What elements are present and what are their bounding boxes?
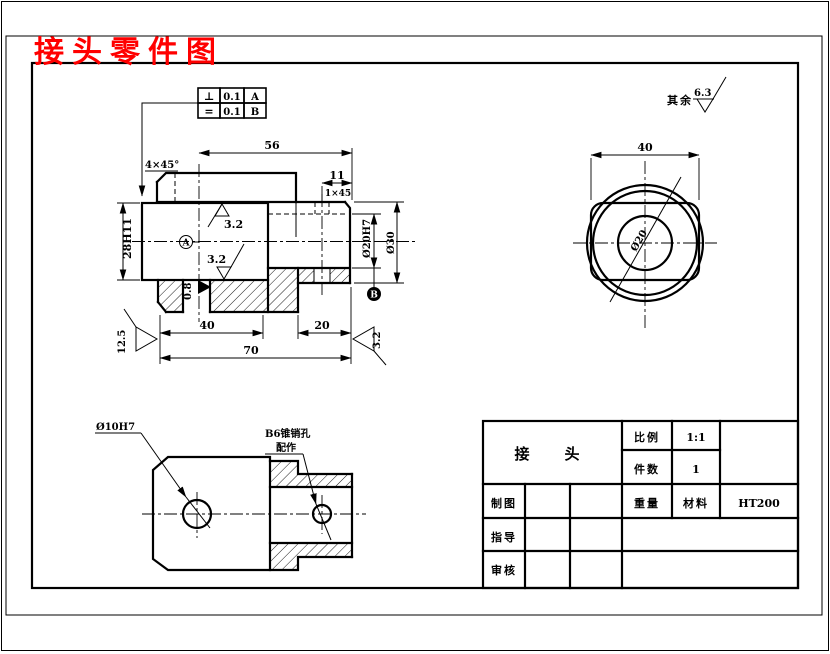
guide-label: 指导 xyxy=(491,530,517,544)
label-pin-2: 配作 xyxy=(276,441,296,454)
tol1-symbol: ⊥ xyxy=(204,90,215,103)
check-label: 审核 xyxy=(491,563,517,577)
qty-label: 件数 xyxy=(634,462,660,476)
datum-a-letter: A xyxy=(182,239,191,249)
general-roughness-note: 其余 6.3 xyxy=(667,76,727,113)
title-block: 接 头 比例 1:1 件数 1 制图 重量 材料 HT200 指导 审核 xyxy=(481,419,800,590)
label-pin-1: B6锥销孔 xyxy=(265,427,310,440)
page-title: 接头零件图 xyxy=(34,35,224,70)
roughness-icon xyxy=(135,326,159,352)
dim-side-40: 40 xyxy=(637,141,653,154)
side-view: Ø20 40 xyxy=(573,141,717,329)
dim-28H11: 28H11 xyxy=(121,218,134,259)
part-name: 接 头 xyxy=(514,445,589,463)
rough-bottom: 3.2 xyxy=(207,253,226,266)
tol2-datum: B xyxy=(251,107,259,118)
roughness-icon xyxy=(696,98,714,113)
drawn-label: 制图 xyxy=(491,496,517,510)
material-label: 材料 xyxy=(683,496,709,510)
note-prefix: 其余 xyxy=(667,93,693,107)
qty-value: 1 xyxy=(692,463,700,476)
dim-40: 40 xyxy=(199,319,215,332)
tol1-value: 0.1 xyxy=(223,92,240,103)
dim-70: 70 xyxy=(243,344,259,357)
tol1-datum: A xyxy=(250,92,259,103)
tolerance-frames: ⊥ 0.1 A = 0.1 B xyxy=(138,87,267,197)
tol2-value: 0.1 xyxy=(223,107,240,118)
dim-chamfer-left: 4×45° xyxy=(145,160,179,171)
roughness-icon xyxy=(216,266,232,280)
sheet-border xyxy=(5,35,823,616)
rough-left: 12.5 xyxy=(117,330,128,354)
weight-label: 重量 xyxy=(634,496,660,510)
dim-20: 20 xyxy=(314,319,330,332)
dim-side-bore: Ø20 xyxy=(629,228,650,253)
dim-11: 11 xyxy=(329,169,344,182)
note-value: 6.3 xyxy=(694,88,711,99)
datum-b-symbol xyxy=(367,287,381,301)
front-view: A 3.2 3.2 0.8 12.5 3.2 4×45° 56 11 1×45 xyxy=(117,139,415,366)
datum-b-letter: B xyxy=(370,291,378,301)
roughness-icon xyxy=(351,326,375,352)
roughness-icon xyxy=(198,280,211,294)
rough-right: 3.2 xyxy=(372,332,383,349)
label-hole: Ø10H7 xyxy=(96,422,135,433)
roughness-icon xyxy=(214,203,230,217)
tol2-symbol: = xyxy=(204,105,213,118)
scale-label: 比例 xyxy=(634,430,660,444)
dim-56: 56 xyxy=(264,139,280,152)
dim-chamfer-right: 1×45 xyxy=(325,189,351,199)
bottom-view: Ø10H7 B6锥销孔 配作 xyxy=(95,422,366,572)
tolerance-leader xyxy=(138,102,198,197)
rough-top: 3.2 xyxy=(224,218,243,231)
inner-frame xyxy=(30,61,800,590)
dim-bore: Ø20H7 xyxy=(362,219,373,258)
rough-hole: 0.8 xyxy=(183,283,194,300)
scale-value: 1:1 xyxy=(686,431,705,444)
material-value: HT200 xyxy=(738,497,780,510)
dim-dia30: Ø30 xyxy=(386,231,397,254)
